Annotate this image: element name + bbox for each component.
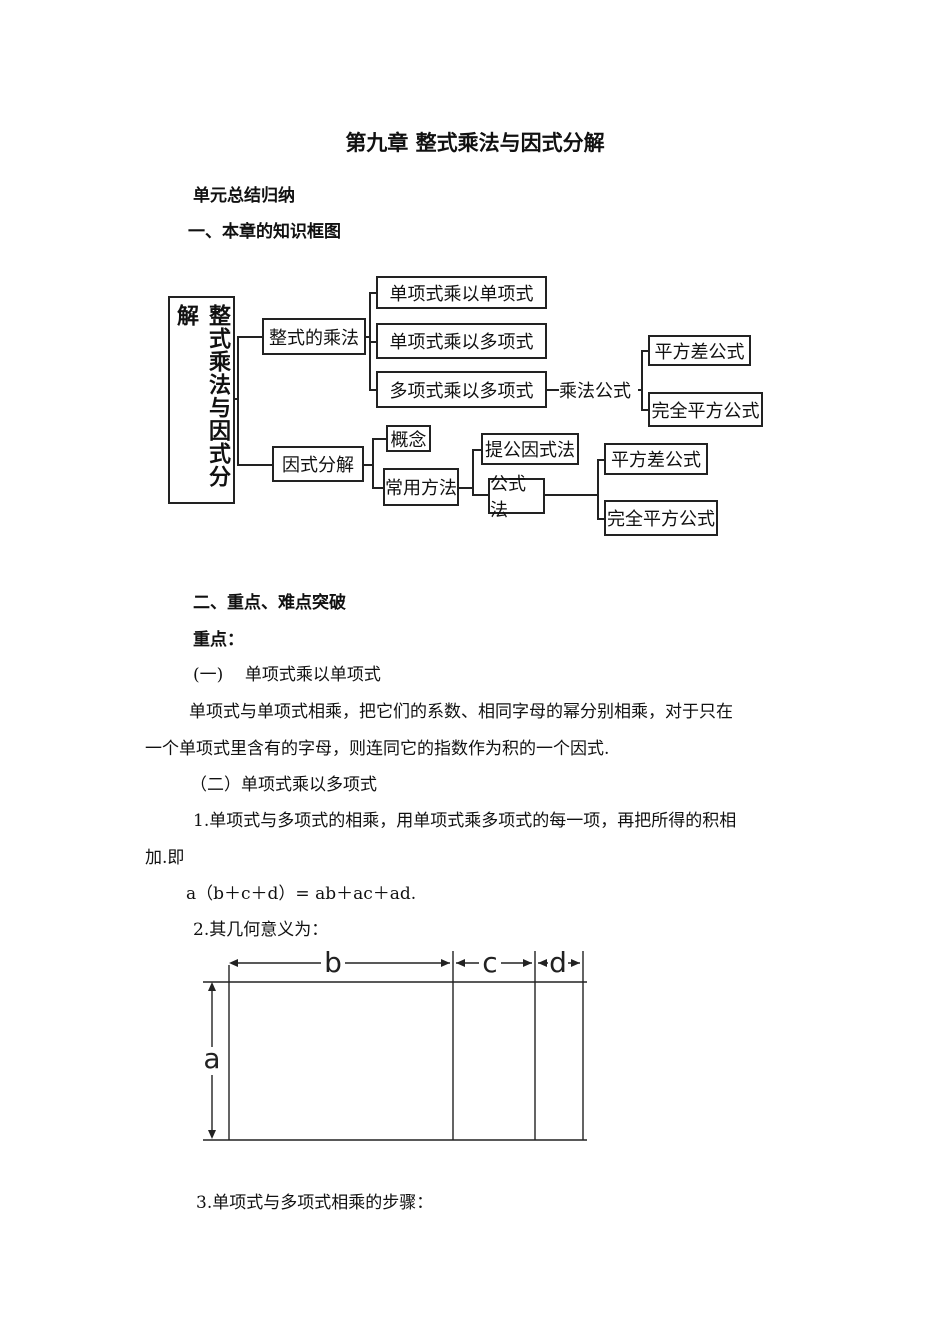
rectangle-area-figure: b c d a bbox=[201, 946, 587, 1141]
item2-text-line2: 加.即 bbox=[145, 848, 185, 868]
multiplication-box: 整式的乘法 bbox=[262, 318, 366, 355]
common-methods-box: 常用方法 bbox=[383, 468, 459, 506]
section1-heading: 一、本章的知识框图 bbox=[188, 222, 341, 242]
label-c: c bbox=[482, 946, 497, 979]
connector bbox=[369, 292, 376, 294]
summary-heading: 单元总结归纳 bbox=[193, 186, 295, 206]
connector bbox=[641, 409, 648, 411]
connector bbox=[237, 336, 239, 466]
diff-squares-box: 平方差公式 bbox=[648, 335, 751, 366]
key-points-label: 重点： bbox=[193, 630, 244, 650]
perfect-square-box-2: 完全平方公式 bbox=[604, 500, 718, 536]
formula-method-box: 公式法 bbox=[488, 474, 545, 521]
perfect-square-box: 完全平方公式 bbox=[648, 392, 763, 427]
connector bbox=[369, 341, 376, 343]
steps-label: 3.单项式与多项式相乘的步骤： bbox=[196, 1193, 434, 1213]
connector bbox=[547, 389, 559, 391]
connector bbox=[597, 459, 604, 461]
connector bbox=[372, 438, 374, 488]
common-factor-box: 提公因式法 bbox=[481, 433, 579, 465]
mono-mono-box: 单项式乘以单项式 bbox=[376, 276, 547, 309]
connector bbox=[472, 449, 474, 495]
poly-poly-box: 多项式乘以多项式 bbox=[376, 371, 547, 408]
connector bbox=[366, 336, 370, 338]
connector bbox=[237, 336, 263, 338]
factorization-box: 因式分解 bbox=[272, 446, 364, 482]
distributive-formula: a（b＋c＋d）= ab＋ac＋ad. bbox=[186, 884, 417, 904]
diff-squares-box-2: 平方差公式 bbox=[604, 443, 708, 475]
page-title: 第九章 整式乘法与因式分解 bbox=[345, 130, 605, 155]
mult-formula-label: 乘法公式 bbox=[559, 381, 631, 402]
item1-text-line2: 一个单项式里含有的字母，则连同它的指数作为积的一个因式. bbox=[145, 739, 610, 759]
connector bbox=[638, 389, 642, 391]
section2-heading: 二、重点、难点突破 bbox=[193, 593, 346, 613]
connector bbox=[237, 464, 272, 466]
connector bbox=[369, 389, 376, 391]
connector bbox=[372, 438, 386, 440]
connector bbox=[597, 518, 604, 520]
label-a: a bbox=[203, 1042, 220, 1075]
connector bbox=[641, 350, 643, 410]
label-b: b bbox=[324, 946, 342, 979]
geometry-label: 2.其几何意义为： bbox=[193, 920, 329, 940]
item2-text-line1: 1.单项式与多项式的相乘，用单项式乘多项式的每一项，再把所得的积相 bbox=[193, 811, 737, 831]
connector bbox=[372, 487, 383, 489]
connector bbox=[234, 398, 239, 400]
label-d: d bbox=[549, 946, 567, 979]
connector bbox=[364, 464, 373, 466]
connector bbox=[472, 449, 481, 451]
connector bbox=[545, 494, 598, 496]
item2-heading: （二）单项式乘以多项式 bbox=[190, 775, 377, 795]
connector bbox=[597, 459, 599, 519]
connector bbox=[472, 494, 488, 496]
connector bbox=[641, 350, 648, 352]
item1-text-line1: 单项式与单项式相乘，把它们的系数、相同字母的幂分别相乘，对于只在 bbox=[189, 702, 733, 722]
concept-box: 概念 bbox=[386, 425, 431, 452]
root-box: 整式乘法与因式分解 bbox=[168, 296, 235, 504]
item1-heading: (一) 单项式乘以单项式 bbox=[193, 665, 381, 685]
connector bbox=[459, 487, 473, 489]
mono-poly-box: 单项式乘以多项式 bbox=[376, 323, 547, 359]
